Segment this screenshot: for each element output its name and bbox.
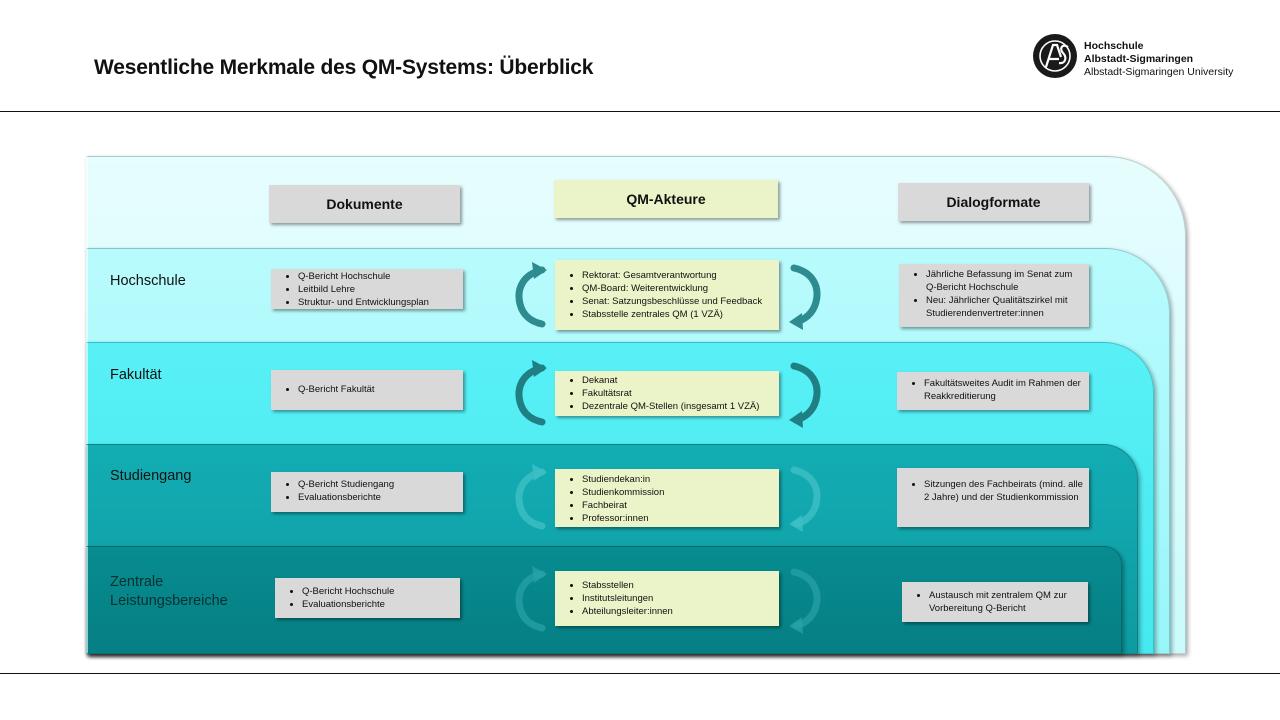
- dokumente-box-studiengang: Q-Bericht Studiengang Evaluationsbericht…: [271, 472, 463, 512]
- list-item: Jährliche Befassung im Senat zum Q-Beric…: [926, 268, 1085, 294]
- list-item: Austausch mit zentralem QM zur Vorbereit…: [929, 589, 1084, 615]
- logo-line-2: Albstadt-Sigmaringen: [1084, 53, 1194, 65]
- cycle-arrow-right-icon: [789, 466, 821, 532]
- cycle-arrow-left-icon: [515, 464, 547, 530]
- list-item: Evaluationsberichte: [298, 491, 459, 504]
- dokumente-box-hochschule: Q-Bericht Hochschule Leitbild Lehre Stru…: [271, 269, 463, 309]
- dokumente-box-fakultaet: Q-Bericht Fakultät: [271, 370, 463, 410]
- list-item: Q-Bericht Hochschule: [298, 270, 459, 283]
- cycle-arrow-left-icon: [515, 566, 547, 632]
- list-item: Rektorat: Gesamtverantwortung: [582, 269, 775, 282]
- list-item: Fakultätsrat: [582, 387, 775, 400]
- row-label-fakultaet: Fakultät: [110, 367, 162, 383]
- row-label-line: Zentrale: [110, 574, 164, 590]
- page-title: Wesentliche Merkmale des QM-Systems: Übe…: [94, 56, 594, 79]
- logo-line-1: Hochschule: [1084, 40, 1144, 52]
- university-logo-mark: [1033, 34, 1077, 78]
- row-label-studiengang: Studiengang: [110, 468, 192, 484]
- list-item: Struktur- und Entwicklungsplan: [298, 296, 459, 309]
- list-item: Studiendekan:in: [582, 473, 775, 486]
- university-logo: Hochschule Albstadt-Sigmaringen Albstadt…: [1032, 30, 1252, 86]
- list-item: Stabsstelle zentrales QM (1 VZÄ): [582, 308, 775, 321]
- header-dokumente: Dokumente: [269, 185, 460, 223]
- list-item: Sitzungen des Fachbeirats (mind. alle 2 …: [924, 478, 1085, 504]
- header-dialogformate: Dialogformate: [898, 183, 1089, 221]
- cycle-arrow-right-icon: [789, 362, 821, 428]
- list-item: Studienkommission: [582, 486, 775, 499]
- list-item: Neu: Jährlicher Qualitätszirkel mit Stud…: [926, 294, 1085, 320]
- logo-line-3: Albstadt-Sigmaringen University: [1084, 66, 1234, 78]
- list-item: Stabsstellen: [582, 579, 775, 592]
- list-item: Senat: Satzungsbeschlüsse und Feedback: [582, 295, 775, 308]
- university-logo-text: Hochschule Albstadt-Sigmaringen Albstadt…: [1084, 40, 1233, 79]
- list-item: Q-Bericht Fakultät: [298, 383, 459, 396]
- footer-divider: [0, 673, 1280, 674]
- list-item: QM-Board: Weiterentwicklung: [582, 282, 775, 295]
- list-item: Fakultätsweites Audit im Rahmen der Reak…: [924, 377, 1085, 403]
- dialog-box-hochschule: Jährliche Befassung im Senat zum Q-Beric…: [899, 264, 1089, 327]
- akteure-box-zentrale: Stabsstellen Institutsleitungen Abteilun…: [555, 571, 779, 626]
- row-label-zentrale-leistungsbereiche: Zentrale Leistungsbereiche: [110, 573, 228, 611]
- list-item: Dekanat: [582, 374, 775, 387]
- header-divider: [0, 111, 1280, 112]
- list-item: Q-Bericht Hochschule: [302, 585, 456, 598]
- dialog-box-studiengang: Sitzungen des Fachbeirats (mind. alle 2 …: [897, 468, 1089, 527]
- cycle-arrow-right-icon: [789, 568, 821, 634]
- list-item: Abteilungsleiter:innen: [582, 605, 775, 618]
- list-item: Institutsleitungen: [582, 592, 775, 605]
- cycle-arrow-left-icon: [515, 262, 547, 328]
- dialog-box-fakultaet: Fakultätsweites Audit im Rahmen der Reak…: [897, 372, 1089, 410]
- list-item: Professor:innen: [582, 512, 775, 525]
- list-item: Dezentrale QM-Stellen (insgesamt 1 VZÄ): [582, 400, 775, 413]
- dokumente-box-zentrale: Q-Bericht Hochschule Evaluationsberichte: [275, 578, 460, 618]
- akteure-box-studiengang: Studiendekan:in Studienkommission Fachbe…: [555, 469, 779, 527]
- cycle-arrow-right-icon: [789, 264, 821, 330]
- list-item: Leitbild Lehre: [298, 283, 459, 296]
- list-item: Evaluationsberichte: [302, 598, 456, 611]
- row-label-line: Leistungsbereiche: [110, 593, 228, 609]
- list-item: Q-Bericht Studiengang: [298, 478, 459, 491]
- header-qm-akteure: QM-Akteure: [554, 180, 778, 218]
- list-item: Fachbeirat: [582, 499, 775, 512]
- cycle-arrow-left-icon: [515, 360, 547, 426]
- row-label-hochschule: Hochschule: [110, 273, 186, 289]
- dialog-box-zentrale: Austausch mit zentralem QM zur Vorbereit…: [902, 582, 1088, 622]
- akteure-box-hochschule: Rektorat: Gesamtverantwortung QM-Board: …: [555, 260, 779, 330]
- akteure-box-fakultaet: Dekanat Fakultätsrat Dezentrale QM-Stell…: [555, 371, 779, 416]
